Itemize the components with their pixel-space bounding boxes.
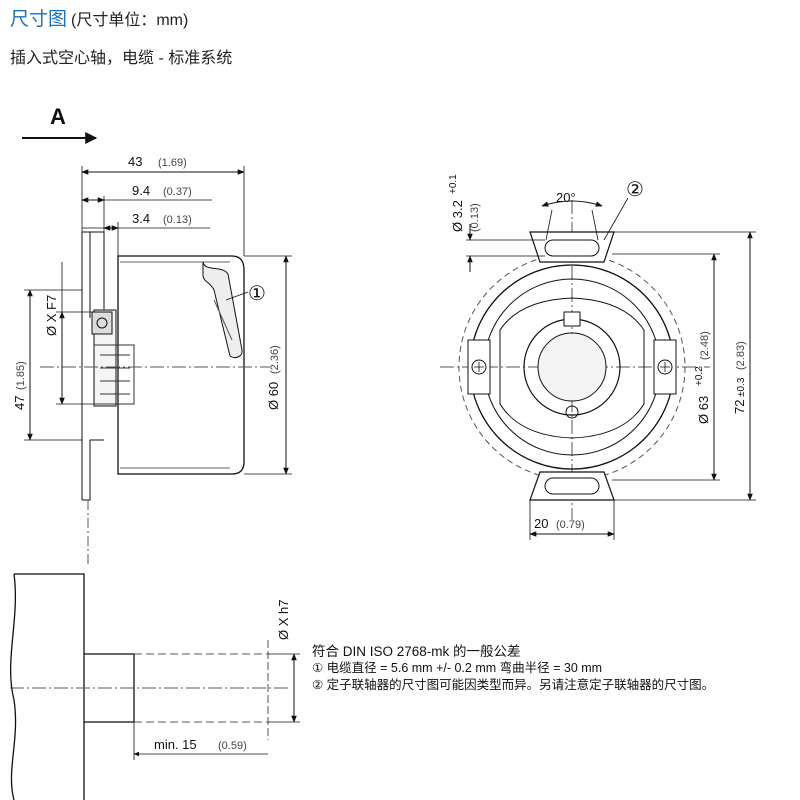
dim-xh7-label: Ø X h7 xyxy=(276,600,291,640)
dim-3-4-inch: (0.13) xyxy=(163,214,192,226)
title-text: 尺寸图 xyxy=(10,9,68,30)
dim-3-2-group: Ø 3.2 +0.1 (0.13) xyxy=(448,174,481,232)
angle-arc xyxy=(541,200,603,207)
dim-72-inch: (2.83) xyxy=(735,341,747,370)
angle-label: 20° xyxy=(556,190,576,205)
hollow-shaft-bore xyxy=(537,332,607,402)
dim-47-group: 47 (1.85) xyxy=(12,361,27,410)
front-view xyxy=(440,197,756,540)
dim-20-label: 20 xyxy=(534,516,548,531)
stator-bracket xyxy=(81,231,105,501)
dim-xf7-label: Ø X F7 xyxy=(44,295,59,336)
dim-3-4-label: 3.4 xyxy=(132,211,150,226)
dim-43-label: 43 xyxy=(128,154,142,169)
dim-min15-inch: (0.59) xyxy=(218,740,247,752)
left-screw xyxy=(471,359,487,375)
dim-60-label: Ø 60 xyxy=(266,382,281,410)
clamp-screw xyxy=(91,311,113,335)
encoder-body xyxy=(117,255,245,475)
view-label-a: A xyxy=(50,104,66,129)
coupling-lower-arm xyxy=(529,471,615,501)
clamp-screw-head xyxy=(96,317,108,329)
dim-47-label: 47 xyxy=(12,396,27,410)
dim-63-group: Ø 63 +0.2 (2.48) xyxy=(694,331,711,424)
dim-72-label: 72 xyxy=(732,400,747,414)
title-unit: (尺寸单位：mm) xyxy=(71,12,189,29)
dim-63-inch: (2.48) xyxy=(699,331,711,360)
shaft-view xyxy=(9,573,300,800)
dim-72-tol: ±0.3 xyxy=(736,377,747,397)
coupling-upper-arm xyxy=(529,231,615,263)
dim-3-2-label: Ø 3.2 xyxy=(450,200,465,232)
dim-47-inch: (1.85) xyxy=(15,361,27,390)
dim-9-4-label: 9.4 xyxy=(132,183,150,198)
dim-63-tol: +0.2 xyxy=(694,366,705,386)
shaft-extension xyxy=(134,653,268,723)
cable-gland xyxy=(202,261,243,359)
upper-slot xyxy=(544,239,600,257)
page-subtitle: 插入式空心轴，电缆 - 标准系统 xyxy=(10,50,233,67)
hub-ribs xyxy=(94,344,135,405)
dim-60-group: Ø 60 (2.36) xyxy=(266,345,281,410)
dim-60-inch: (2.36) xyxy=(269,345,281,374)
dim-43-inch: (1.69) xyxy=(158,157,187,169)
dim-3-2-inch: (0.13) xyxy=(469,203,481,232)
dim-72-group: 72 ±0.3 (2.83) xyxy=(732,341,747,414)
dim-9-4-inch: (0.37) xyxy=(163,186,192,198)
dim-min15-label: min. 15 xyxy=(154,737,197,752)
side-view xyxy=(22,132,292,565)
dim-20-inch: (0.79) xyxy=(556,519,585,531)
page-title: 尺寸图(尺寸单位：mm) xyxy=(10,4,188,31)
note-stator-coupling: ② 定子联轴器的尺寸图可能因类型而异。另请注意定子联轴器的尺寸图。 xyxy=(312,678,715,692)
callout-2: ② xyxy=(626,179,644,201)
body-step xyxy=(120,261,230,469)
callout-1: ① xyxy=(248,283,266,305)
note-cable: ① 电缆直径 = 5.6 mm +/- 0.2 mm 弯曲半径 = 30 mm xyxy=(312,661,603,675)
tolerance-notes: 符合 DIN ISO 2768-mk 的一般公差 ① 电缆直径 = 5.6 mm… xyxy=(312,643,714,694)
note-general-tolerance: 符合 DIN ISO 2768-mk 的一般公差 xyxy=(312,644,521,659)
dim-3-2-tol: +0.1 xyxy=(448,174,459,194)
cable-bend xyxy=(213,299,233,341)
set-screw xyxy=(565,405,579,419)
right-screw xyxy=(657,359,673,375)
dim-63-label: Ø 63 xyxy=(696,396,711,424)
shaft-key xyxy=(563,311,581,327)
machine-body xyxy=(9,573,85,800)
inner-frame xyxy=(499,297,645,439)
lower-slot xyxy=(544,477,600,495)
